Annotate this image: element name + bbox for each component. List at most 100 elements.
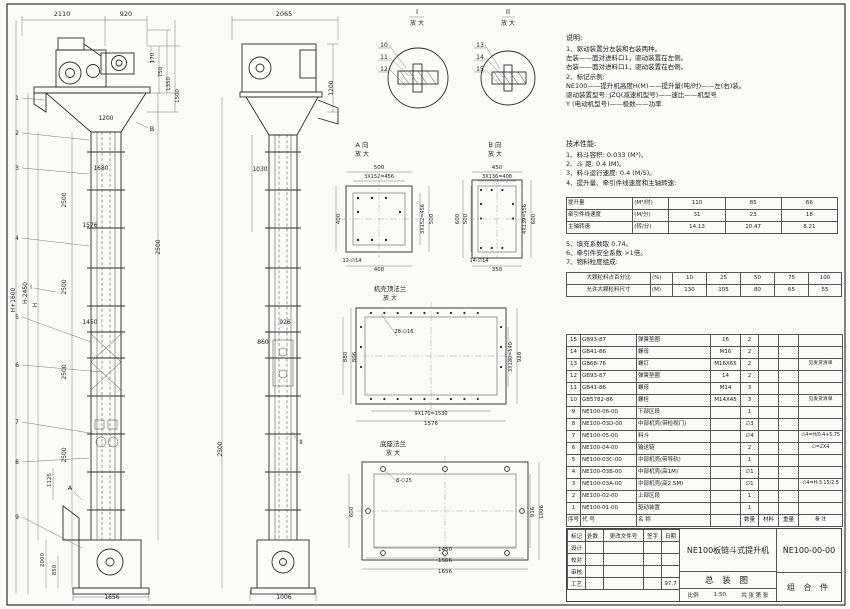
table-cell: 螺母 — [636, 382, 711, 395]
table-cell — [603, 565, 644, 578]
table-cell — [758, 490, 779, 503]
sheet-count-label: 共 张 第 张 — [741, 593, 769, 599]
dim-label: 2110 — [54, 10, 71, 18]
table-cell — [710, 454, 741, 467]
table-cell: 主轴转速 — [565, 221, 634, 234]
table-cell: 14.13 — [668, 221, 726, 234]
table-cell: 3 — [740, 382, 759, 395]
table-cell — [643, 577, 662, 590]
item-balloon: 3 — [15, 165, 19, 172]
table-cell: NE100-05-00 — [580, 430, 637, 443]
table-cell: 标记 — [567, 529, 586, 542]
dim-label: 2065 — [276, 10, 293, 18]
table-cell: 螺母 — [636, 346, 711, 359]
notes-lines: 1、驱动装置分左装和右装两种。 左装——面对进料口1，驱动装置在左侧。 右装——… — [566, 45, 842, 110]
table-cell — [758, 442, 779, 455]
table-cell: GB41-86 — [580, 346, 637, 359]
table-cell: 1 — [740, 454, 759, 467]
table-cell: 1 — [740, 406, 759, 419]
dim-label: 1200 — [328, 80, 335, 95]
dim-label: 1656 — [438, 569, 452, 575]
table-cell: M16X65 — [710, 358, 741, 371]
text-line: 左装——面对进料口1，驱动装置在左侧。 — [566, 54, 688, 63]
top-flange-view — [342, 302, 518, 422]
item-balloon: 9 — [15, 514, 19, 521]
item-balloon: 14 — [476, 54, 484, 61]
table-cell: 97.7 — [661, 577, 680, 590]
table-cell — [758, 358, 779, 371]
table-cell: 大颗粒料占百分比 — [566, 272, 651, 285]
table-cell: 25 — [706, 272, 741, 285]
table-cell: 上部区段 — [636, 490, 711, 503]
dim-label: H — [32, 303, 39, 308]
table-cell: GB68-76 — [580, 358, 637, 371]
table-cell — [778, 454, 799, 467]
table-cell — [778, 442, 799, 455]
text-line: 2、斗 距: 0.4 (M)。 — [566, 160, 626, 169]
dim-label: II — [506, 8, 510, 16]
detail-i-view — [378, 16, 449, 109]
table-cell: 6 — [566, 442, 581, 455]
table-cell: (%) — [650, 272, 673, 285]
dim-label: 926 — [279, 319, 291, 326]
table-cell — [758, 478, 779, 491]
table-cell — [585, 565, 604, 578]
table-cell: 材料 — [758, 514, 779, 527]
table-cell: 处数 — [585, 529, 604, 542]
dim-label: 2000 — [40, 553, 46, 567]
item-balloon: 13 — [476, 42, 484, 49]
table-cell: ∅3 — [740, 418, 759, 431]
dim-label: 400 — [336, 213, 342, 224]
table-cell — [778, 358, 799, 371]
table-cell: 弹簧垫圈 — [636, 334, 711, 347]
dim-label: 916 — [530, 506, 536, 517]
table-cell — [758, 454, 779, 467]
item-balloon: 2 — [15, 130, 19, 137]
table-cell: 中部机壳(高2.5M) — [636, 478, 711, 491]
table-cell — [778, 490, 799, 503]
assembly-type: 组 合 件 — [786, 582, 832, 592]
dim-label: 170 — [150, 52, 156, 63]
table-cell: 见发货清单 — [798, 394, 843, 407]
table-cell: GB5782-86 — [580, 394, 637, 407]
table-cell — [798, 502, 843, 515]
table-cell: 10.47 — [724, 221, 782, 234]
dim-label: 2500 — [217, 441, 224, 456]
dim-label: 14-∅14 — [470, 258, 489, 264]
table-cell — [778, 418, 799, 431]
dim-label: H+1600 — [10, 287, 17, 312]
table-cell — [798, 418, 843, 431]
side-elevation-view — [221, 16, 339, 601]
dim-label: H-2450 — [22, 282, 29, 304]
drawing-number: NE100-00-00 — [777, 529, 841, 573]
drawing-number-area: NE100-00-00 组 合 件 — [777, 529, 841, 601]
table-cell: 日期 — [661, 529, 680, 542]
table-cell: 校对 — [567, 553, 586, 566]
table-cell — [758, 418, 779, 431]
table-cell: 10 — [672, 272, 707, 285]
table-cell: 中部机壳(带检视门) — [636, 418, 711, 431]
table-cell: 5 — [566, 454, 581, 467]
dim-label: 1576 — [424, 421, 438, 427]
table-cell: 2 — [740, 346, 759, 359]
table-cell: 重量 — [778, 514, 799, 527]
table-cell — [758, 394, 779, 407]
sheet-border — [6, 3, 846, 606]
table-cell: 审核 — [567, 565, 586, 578]
dim-label: 1006 — [276, 594, 291, 601]
dim-label: 1450 — [438, 547, 452, 553]
dim-label: 3X180=540 — [508, 342, 514, 372]
table-cell: 9 — [566, 406, 581, 419]
table-cell: (M/分) — [632, 209, 670, 222]
table-cell: 2 — [740, 442, 759, 455]
table-cell: ∅4 — [740, 430, 759, 443]
table-cell: M14X45 — [710, 394, 741, 407]
table-cell — [778, 502, 799, 515]
